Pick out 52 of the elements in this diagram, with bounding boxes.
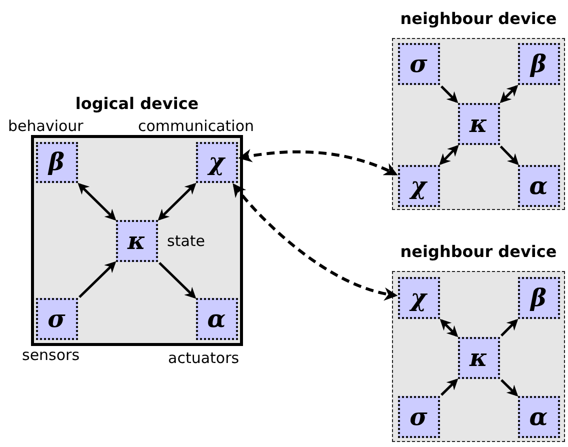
- component-box: [398, 164, 440, 206]
- component-box: [116, 220, 158, 262]
- component-box: [36, 142, 78, 182]
- symbol-label: β: [48, 150, 64, 174]
- component-box: [458, 102, 500, 144]
- arrow: [440, 378, 458, 396]
- symbol-label: α: [529, 174, 548, 198]
- symbol-label: κ: [470, 112, 488, 136]
- arrow: [440, 318, 458, 338]
- component-label: actuators: [168, 351, 240, 366]
- dashed-arrow: [232, 183, 398, 300]
- arrow: [500, 146, 519, 166]
- symbol-label: α: [529, 404, 548, 428]
- component-box: [518, 42, 560, 84]
- symbol-label: χ: [208, 150, 224, 174]
- component-box: [196, 298, 238, 340]
- arrow: [500, 379, 518, 397]
- symbol-label: α: [207, 306, 226, 330]
- component-box: [458, 336, 500, 378]
- symbol-label: β: [530, 286, 546, 310]
- component-box: [518, 276, 560, 318]
- arrow: [78, 261, 116, 298]
- device-title: neighbour device: [399, 9, 558, 28]
- symbol-label: β: [530, 52, 546, 76]
- symbol-label: σ: [410, 404, 428, 428]
- component-box: [398, 396, 440, 438]
- component-box: [36, 298, 78, 340]
- component-label: behaviour: [8, 119, 84, 134]
- component-label: communication: [138, 119, 254, 134]
- device-title: neighbour device: [399, 242, 558, 261]
- dashed-arrow: [238, 149, 398, 176]
- arrow: [439, 144, 459, 166]
- component-label: state: [167, 234, 205, 249]
- symbol-label: χ: [410, 286, 426, 310]
- arrow: [500, 84, 518, 104]
- arrow: [500, 318, 518, 336]
- component-box: [196, 142, 238, 182]
- component-box: [518, 396, 560, 438]
- symbol-label: κ: [128, 228, 146, 252]
- component-box: [398, 276, 440, 318]
- component-box: [398, 42, 440, 84]
- symbol-label: χ: [410, 174, 426, 198]
- component-box: [518, 164, 560, 206]
- arrow: [158, 182, 196, 221]
- arrow: [158, 262, 196, 299]
- symbol-label: σ: [410, 52, 428, 76]
- component-label: sensors: [22, 348, 80, 363]
- device-title: logical device: [74, 94, 200, 113]
- symbol-label: κ: [470, 346, 488, 370]
- symbol-label: σ: [48, 306, 66, 330]
- arrow: [440, 86, 458, 104]
- arrow: [78, 182, 116, 221]
